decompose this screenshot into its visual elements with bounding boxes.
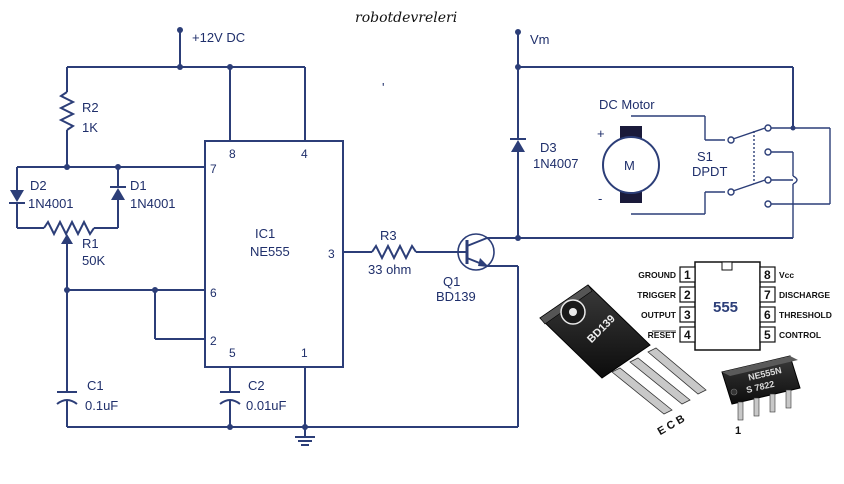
vm-rail bbox=[515, 29, 794, 138]
q1-ref: Q1 bbox=[443, 274, 460, 289]
potentiometer-r1 bbox=[17, 219, 118, 290]
bd139-package bbox=[539, 284, 707, 415]
vm-label: Vm bbox=[530, 32, 550, 47]
ic-pin-7: 7 bbox=[210, 162, 217, 176]
s1-ref: S1 bbox=[697, 149, 713, 164]
pinout-label: THRESHOLD bbox=[779, 310, 832, 320]
ic-pin-6: 6 bbox=[210, 286, 217, 300]
pinout-label: TRIGGER bbox=[637, 290, 676, 300]
resistor-r2 bbox=[58, 67, 76, 167]
bd139-pin-labels: E C B bbox=[656, 413, 687, 438]
d1-value: 1N4001 bbox=[130, 196, 176, 211]
motor-plus: + bbox=[597, 126, 605, 141]
motor-label: DC Motor bbox=[599, 97, 655, 112]
threshold-trigger-wiring bbox=[64, 287, 205, 392]
pinout-num: 3 bbox=[684, 308, 691, 322]
vcc-rail bbox=[67, 27, 306, 141]
pinout-num: 8 bbox=[764, 268, 771, 282]
c1-value: 0.1uF bbox=[85, 398, 118, 413]
c2-ref: C2 bbox=[248, 378, 265, 393]
pinout-num: 2 bbox=[684, 288, 691, 302]
stray-mark: ' bbox=[382, 80, 384, 95]
ic-pin-8: 8 bbox=[229, 147, 236, 161]
ne555-pin1: 1 bbox=[735, 425, 741, 437]
ic1-ne555 bbox=[204, 140, 344, 368]
motor-symbol: M bbox=[624, 158, 635, 173]
pinout-chip-name: 555 bbox=[713, 299, 738, 316]
d3-ref: D3 bbox=[540, 140, 557, 155]
motor-minus: - bbox=[598, 191, 602, 206]
ground-icon bbox=[295, 436, 315, 446]
d3-value: 1N4007 bbox=[533, 156, 579, 171]
pinout-num: 1 bbox=[684, 268, 691, 282]
diode-d2 bbox=[9, 167, 25, 228]
pinout-right-pins bbox=[759, 266, 776, 343]
r2-value: 1K bbox=[82, 120, 98, 135]
ic-pin-3: 3 bbox=[328, 247, 335, 261]
s1-value: DPDT bbox=[692, 164, 727, 179]
diagram-title: robotdevreleri bbox=[355, 10, 457, 26]
ic-pin-5: 5 bbox=[229, 346, 236, 360]
switch-s1 bbox=[518, 124, 831, 239]
pinout-num: 4 bbox=[684, 328, 691, 342]
r3-value: 33 ohm bbox=[368, 262, 411, 277]
capacitor-c2 bbox=[219, 367, 241, 427]
r1-ref: R1 bbox=[82, 236, 99, 251]
vcc-label: +12V DC bbox=[192, 30, 245, 45]
ic-pin-2: 2 bbox=[210, 334, 217, 348]
capacitor-c1 bbox=[56, 391, 78, 427]
diode-d3 bbox=[510, 138, 526, 241]
pinout-left-pins bbox=[679, 266, 696, 343]
discharge-node bbox=[17, 164, 205, 170]
pinout-label: Vcc bbox=[779, 270, 794, 280]
pinout-555 bbox=[694, 261, 761, 351]
q1-value: BD139 bbox=[436, 289, 476, 304]
pinout-label: RESET bbox=[648, 330, 677, 340]
transistor-q1 bbox=[457, 233, 519, 427]
pinout-label: OUTPUT bbox=[641, 310, 677, 320]
ic1-value: NE555 bbox=[250, 244, 290, 259]
pinout-num: 7 bbox=[764, 288, 771, 302]
dc-motor bbox=[602, 115, 725, 215]
pinout-label: GROUND bbox=[638, 270, 676, 280]
d1-ref: D1 bbox=[130, 178, 147, 193]
d2-ref: D2 bbox=[30, 178, 47, 193]
resistor-r3 bbox=[343, 243, 458, 261]
diode-d1 bbox=[110, 167, 126, 228]
r2-ref: R2 bbox=[82, 100, 99, 115]
c1-ref: C1 bbox=[87, 378, 104, 393]
pinout-num: 5 bbox=[764, 328, 771, 342]
d2-value: 1N4001 bbox=[28, 196, 74, 211]
pinout-num: 6 bbox=[764, 308, 771, 322]
ic-pin-1: 1 bbox=[301, 346, 308, 360]
ic1-ref: IC1 bbox=[255, 226, 275, 241]
r3-ref: R3 bbox=[380, 228, 397, 243]
pinout-label: CONTROL bbox=[779, 330, 821, 340]
ic-pin-4: 4 bbox=[301, 147, 308, 161]
ne555-package bbox=[721, 355, 801, 421]
c2-value: 0.01uF bbox=[246, 398, 287, 413]
ground-rail bbox=[67, 367, 518, 437]
r1-value: 50K bbox=[82, 253, 105, 268]
pinout-label: DISCHARGE bbox=[779, 290, 830, 300]
